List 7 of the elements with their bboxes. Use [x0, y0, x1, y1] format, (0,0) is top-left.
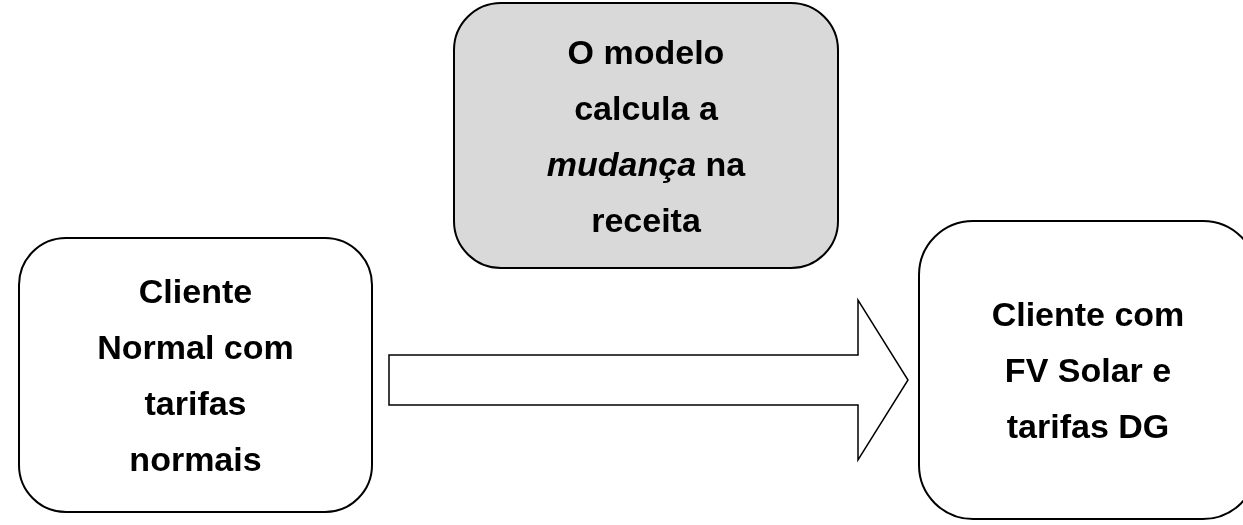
box-text: Cliente Normal com tarifas normais	[96, 271, 295, 480]
box-text: O modelo calcula a mudança na receita	[545, 31, 747, 241]
box-text: Cliente com FV Solar e tarifas DG	[990, 294, 1186, 447]
rounded-box	[918, 220, 1243, 520]
rounded-box	[18, 237, 373, 513]
rounded-box	[453, 2, 839, 269]
block-arrow	[388, 297, 909, 463]
